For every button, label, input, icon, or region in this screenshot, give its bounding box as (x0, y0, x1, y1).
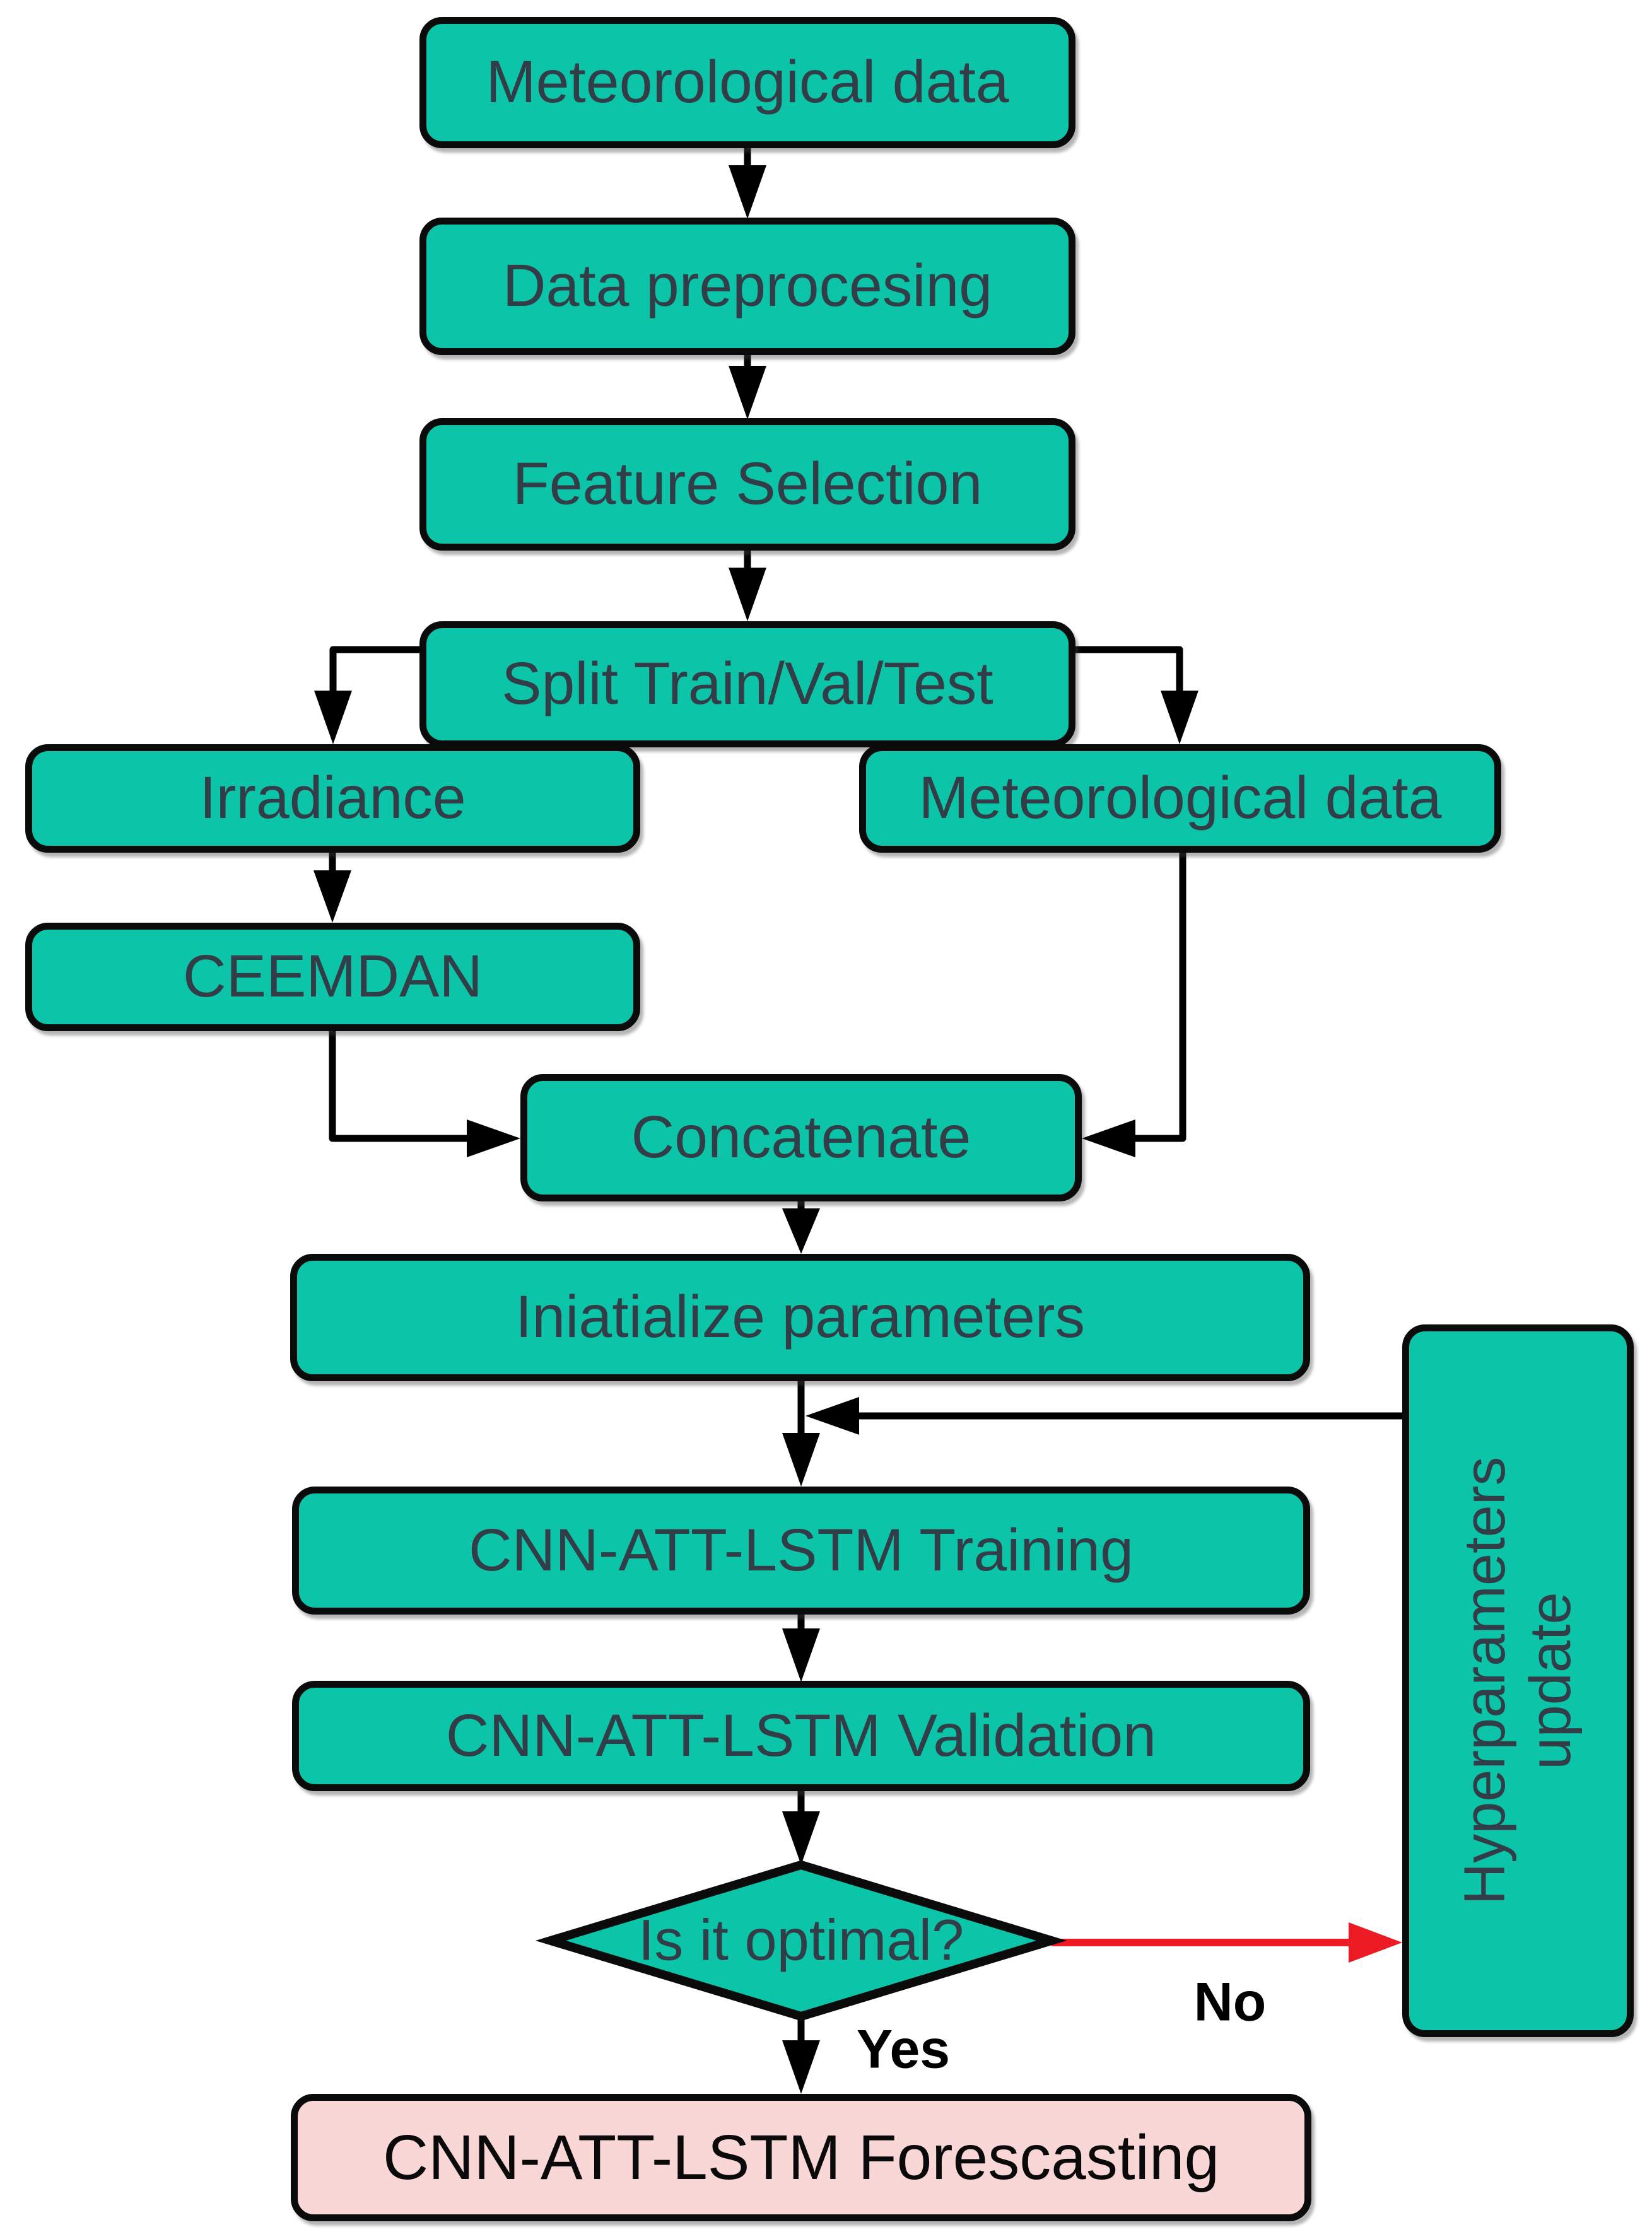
node-meteorological-data-right: Meteorological data (859, 744, 1501, 853)
arrowhead-icon (729, 366, 766, 419)
node-label: Split Train/Val/Test (501, 650, 993, 718)
node-label: CEEMDAN (182, 943, 483, 1010)
arrowhead-icon (1082, 1119, 1135, 1157)
node-label: CNN-ATT-LSTM Training (469, 1516, 1134, 1584)
yes-edge-label: Yes (856, 2019, 951, 2080)
arrowhead-icon (782, 1628, 820, 1682)
hyperparameters-line1: Hyperparameters (1452, 1456, 1517, 1905)
arrowhead-icon (313, 870, 351, 923)
node-data-preprocessing: Data preprocesing (419, 218, 1075, 355)
edge-meteorological-to-concatenate (1135, 851, 1186, 1142)
arrowhead-icon (729, 165, 766, 219)
node-label-rotated: Hyperparameters update (1453, 1340, 1584, 2021)
node-meteorological-data-top: Meteorological data (419, 17, 1075, 148)
node-concatenate: Concatenate (520, 1074, 1082, 1201)
node-feature-selection: Feature Selection (419, 418, 1075, 551)
node-cnn-att-lstm-training: CNN-ATT-LSTM Training (292, 1487, 1310, 1615)
arrowhead-icon (467, 1119, 520, 1157)
arrowhead-icon (314, 691, 352, 744)
node-label: CNN-ATT-LSTM Forescasting (382, 2122, 1220, 2193)
node-cnn-att-lstm-forecasting: CNN-ATT-LSTM Forescasting (291, 2094, 1311, 2221)
edge-split-to-meteorological (1075, 646, 1183, 691)
node-label: Iniatialize parameters (515, 1283, 1085, 1351)
node-split-train-val-test: Split Train/Val/Test (419, 621, 1075, 747)
arrowhead-icon (782, 1208, 820, 1254)
node-ceemdan: CEEMDAN (25, 923, 640, 1031)
arrowhead-icon (805, 1397, 859, 1435)
node-initialize-parameters: Iniatialize parameters (290, 1254, 1310, 1381)
node-label: Data preprocesing (502, 252, 993, 320)
decision-label: Is it optimal? (638, 1908, 964, 1973)
node-label: Irradiance (199, 764, 466, 832)
hyperparameters-line2: update (1518, 1592, 1583, 1770)
node-label: Concatenate (631, 1104, 971, 1171)
node-label: CNN-ATT-LSTM Validation (445, 1702, 1157, 1769)
arrowhead-icon (782, 1811, 820, 1865)
edge-split-to-irradiance (329, 646, 419, 691)
node-label: Meteorological data (918, 764, 1442, 832)
arrowhead-icon (782, 2040, 820, 2094)
node-irradiance: Irradiance (25, 744, 640, 853)
node-hyperparameters-update: Hyperparameters update (1402, 1324, 1634, 2037)
node-label: Feature Selection (512, 450, 983, 518)
arrowhead-icon (782, 1433, 820, 1487)
arrowhead-icon (1161, 691, 1198, 744)
node-label: Meteorological data (486, 49, 1009, 116)
decision-diamond (535, 1860, 1067, 2021)
arrowhead-icon (729, 568, 766, 621)
edge-ceemdan-to-concatenate (329, 1030, 467, 1142)
red-arrowhead-icon (1349, 1922, 1402, 1963)
no-edge-label: No (1193, 1972, 1267, 2033)
node-cnn-att-lstm-validation: CNN-ATT-LSTM Validation (292, 1681, 1310, 1791)
